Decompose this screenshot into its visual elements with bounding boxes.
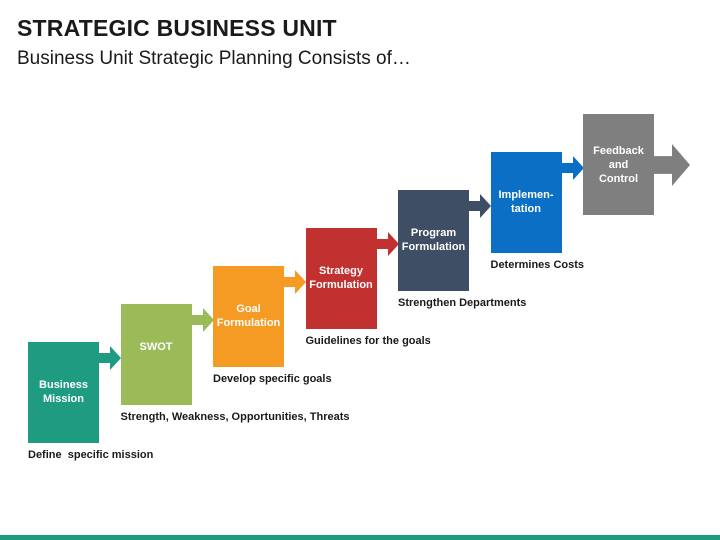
step-label: Strategy Formulation [309, 265, 373, 291]
arrow-icon [191, 308, 214, 332]
arrow-icon [561, 156, 584, 180]
page-subtitle: Business Unit Strategic Planning Consist… [17, 48, 411, 69]
step-box-swot: SWOT [120, 304, 192, 405]
step-box-business-mission: Business Mission [28, 342, 99, 443]
arrow-icon [376, 232, 399, 256]
page-title: STRATEGIC BUSINESS UNIT [17, 15, 337, 41]
bottom-accent-bar [0, 535, 720, 540]
step-label: SWOT [139, 341, 173, 353]
step-box-program-formulation: Program Formulation [398, 190, 469, 291]
step-description-program-formulation: Strengthen Departments [398, 297, 527, 309]
arrow-icon [469, 194, 491, 218]
step-box-goal-formulation: Goal Formulation [213, 266, 284, 367]
step-label: Goal Formulation [216, 303, 281, 329]
step-description-swot: Strength, Weakness, Opportunities, Threa… [120, 411, 350, 423]
arrow-icon [654, 144, 690, 186]
step-box-strategy-formulation: Strategy Formulation [305, 228, 377, 329]
step-description-implementation: Determines Costs [490, 259, 585, 271]
arrow-icon [284, 270, 306, 294]
step-box-implementation: Implemen- tation [490, 152, 562, 253]
step-label: Program Formulation [401, 227, 466, 253]
arrow-icon [99, 346, 121, 370]
step-label: Implemen- tation [498, 189, 554, 215]
step-box-feedback-and-control: Feedback and Control [583, 114, 654, 215]
step-description-strategy-formulation: Guidelines for the goals [305, 335, 431, 347]
step-description-goal-formulation: Develop specific goals [213, 373, 332, 385]
step-label: Business Mission [39, 379, 88, 405]
step-description-business-mission: Define specific mission [28, 449, 154, 461]
step-label: Feedback and Control [593, 145, 644, 185]
